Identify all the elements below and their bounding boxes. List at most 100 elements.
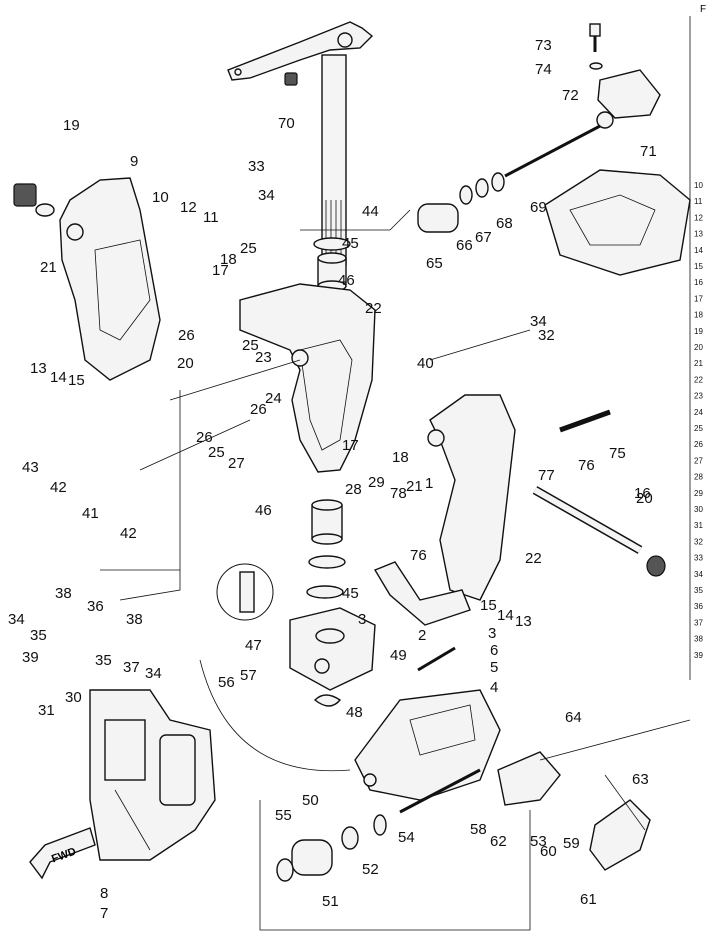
washer-19	[35, 203, 55, 217]
index-number: 31	[694, 521, 703, 530]
index-number: 13	[694, 230, 703, 239]
callout-number: 48	[346, 704, 363, 721]
washer-55	[276, 858, 294, 882]
callout-number: 30	[65, 689, 82, 706]
tilt-plate-2	[373, 561, 471, 626]
callout-number: 10	[152, 189, 169, 206]
callout-number: 59	[563, 835, 580, 852]
callout-number: 50	[302, 792, 319, 809]
callout-number: 66	[456, 237, 473, 254]
callout-number: 34	[8, 611, 25, 628]
upper-mount-housing	[544, 169, 691, 276]
callout-number: 15	[480, 597, 497, 614]
index-number: 18	[694, 311, 703, 320]
through-bolt-69	[504, 124, 601, 178]
index-number: 26	[694, 440, 703, 449]
callout-number: 31	[38, 702, 55, 719]
callout-number: 58	[470, 821, 487, 838]
callout-number: 14	[50, 369, 67, 386]
rubber-mount-65	[417, 203, 459, 233]
callout-number: 75	[609, 445, 626, 462]
callout-number: 46	[255, 502, 272, 519]
index-number: 22	[694, 375, 703, 384]
callout-number: 8	[100, 885, 108, 902]
index-number: 27	[694, 456, 703, 465]
washer-45-upper	[313, 237, 351, 251]
index-number: 38	[694, 635, 703, 644]
callout-number: 74	[535, 61, 552, 78]
leader-lines	[100, 209, 691, 931]
callout-number: 21	[40, 259, 57, 276]
callout-number: 70	[278, 115, 295, 132]
callout-number: 41	[82, 505, 99, 522]
index-list: 1011121314151617181920212223242526272829…	[694, 181, 703, 660]
callout-number: 49	[390, 647, 407, 664]
index-number: 32	[694, 537, 703, 546]
index-number: 39	[694, 651, 703, 660]
index-number: 33	[694, 554, 703, 563]
callout-number: 27	[228, 455, 245, 472]
callout-number: 28	[345, 481, 362, 498]
callout-number: 17	[212, 262, 229, 279]
callout-number: 32	[538, 327, 555, 344]
callout-number: 76	[410, 547, 427, 564]
bolt-73	[589, 23, 601, 52]
stud-6	[417, 646, 456, 672]
callout-number: 45	[342, 235, 359, 252]
callout-number: 21	[406, 478, 423, 495]
callout-numbers: 1233456789101112131314141515161717181819…	[8, 37, 657, 922]
fwd-arrow: FWD	[29, 827, 96, 880]
callout-number: 12	[180, 199, 197, 216]
callout-number: 18	[220, 251, 237, 268]
callout-number: 9	[130, 153, 138, 170]
index-number: 37	[694, 618, 703, 627]
callout-number: 57	[240, 667, 257, 684]
callout-number: 43	[22, 459, 39, 476]
collar-52	[373, 814, 387, 836]
callout-number: 3	[488, 625, 496, 642]
index-number: 12	[694, 213, 703, 222]
swivel-bracket	[239, 283, 376, 473]
clamp-bracket-left	[59, 177, 161, 381]
callout-number: 62	[490, 833, 507, 850]
callout-number: 42	[120, 525, 137, 542]
callout-number: 60	[540, 843, 557, 860]
washer-68	[491, 172, 505, 192]
tilt-tube	[532, 486, 643, 554]
callout-number: 68	[496, 215, 513, 232]
callout-number: 34	[145, 665, 162, 682]
callout-number: 5	[490, 659, 498, 676]
washer-51	[341, 826, 359, 850]
callout-number: 13	[30, 360, 47, 377]
callout-number: 76	[578, 457, 595, 474]
index-number: 10	[694, 181, 703, 190]
callout-number: 33	[248, 158, 265, 175]
nut-20-left	[13, 183, 37, 207]
callout-number: 34	[530, 313, 547, 330]
steering-shaft	[321, 54, 347, 266]
index-number: 20	[694, 343, 703, 352]
corner-label: F	[700, 4, 706, 15]
callout-number: 38	[126, 611, 143, 628]
detail-circle	[216, 563, 274, 621]
callout-number: 6	[490, 642, 498, 659]
bolt-54	[399, 768, 481, 814]
callout-number: 22	[365, 300, 382, 317]
callout-number: 53	[530, 833, 547, 850]
index-number: 34	[694, 570, 703, 579]
callout-number: 78	[390, 485, 407, 502]
callout-number: 44	[362, 203, 379, 220]
callout-number: 2	[418, 627, 426, 644]
callout-number: 23	[255, 349, 272, 366]
index-number: 16	[694, 278, 703, 287]
index-column: F	[689, 4, 706, 680]
index-number: 23	[694, 392, 703, 401]
callout-number: 3	[358, 611, 366, 628]
index-number: 19	[694, 327, 703, 336]
callout-number: 61	[580, 891, 597, 908]
callout-number: 4	[490, 679, 498, 696]
callout-number: 25	[242, 337, 259, 354]
callout-number: 18	[392, 449, 409, 466]
callout-number: 35	[30, 627, 47, 644]
